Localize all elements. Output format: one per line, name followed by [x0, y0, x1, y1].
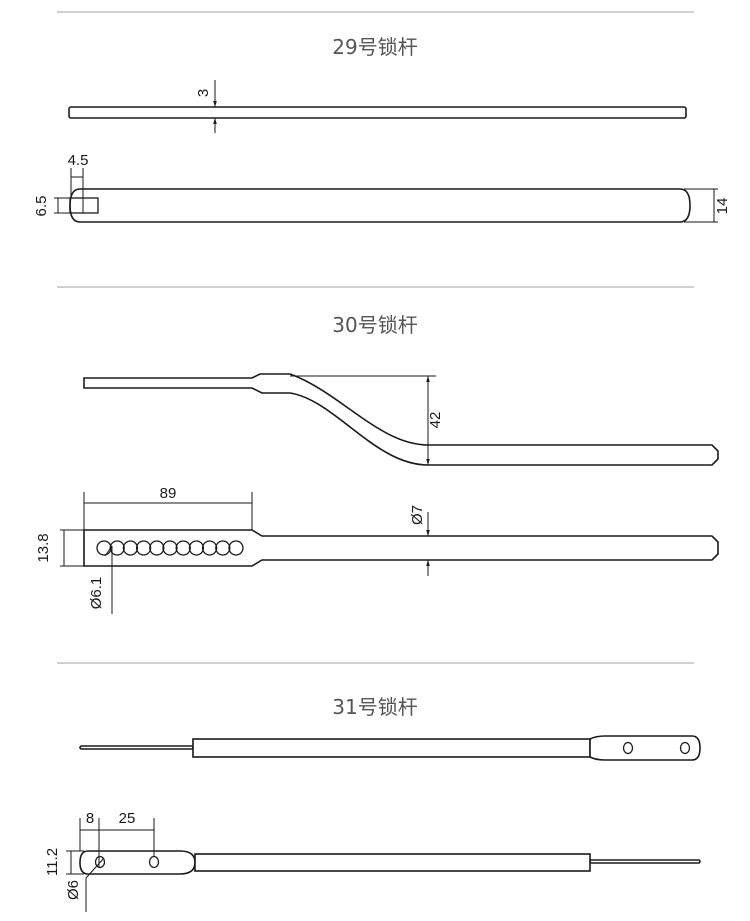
svg-text:6.5: 6.5: [33, 196, 50, 217]
svg-text:Ø6.1: Ø6.1: [88, 577, 105, 610]
adjustment-hole: [135, 540, 152, 556]
rod-diameter-dimension: Ø7: [409, 505, 430, 576]
slot-width-dimension: 4.5: [68, 152, 89, 213]
width-dimension: 14: [684, 188, 731, 223]
section-31: 31号锁杆 8 25 11.2 Ø6: [44, 662, 701, 912]
tube: [192, 738, 591, 758]
svg-text:11.2: 11.2: [44, 848, 61, 876]
section-title: 29号锁杆: [332, 35, 417, 59]
wire: [79, 745, 194, 750]
svg-text:Ø7: Ø7: [409, 505, 426, 525]
hole-diameter-leader: Ø6: [65, 857, 105, 912]
adjustment-hole: [188, 540, 205, 556]
tube: [194, 853, 591, 872]
rod-side-view: [68, 106, 687, 119]
hole: [622, 741, 634, 755]
handle-length-dimension: 89: [83, 485, 253, 530]
rod-top-view: [83, 529, 719, 567]
wire: [589, 859, 701, 864]
thickness-dimension: 3: [195, 80, 217, 133]
hole: [94, 855, 106, 869]
svg-text:42: 42: [427, 412, 444, 429]
handle-width-dimension: 13.8: [35, 529, 84, 567]
svg-text:8: 8: [86, 810, 94, 827]
section-29: 29号锁杆 3 4.5 6.5 14: [33, 11, 731, 223]
section-title: 30号锁杆: [332, 313, 417, 337]
adjustment-hole: [122, 540, 139, 556]
svg-text:Ø6: Ø6: [65, 880, 82, 900]
hole-diameter-leader: Ø6.1: [88, 545, 113, 614]
eye-tab: [79, 850, 196, 875]
adjustment-hole: [228, 540, 244, 556]
section-title: 31号锁杆: [332, 695, 417, 719]
adjustment-hole: [162, 540, 178, 556]
adjustment-holes: [96, 540, 244, 556]
offset-dimension: 42: [290, 375, 444, 465]
adjustment-hole: [149, 540, 165, 556]
section-30: 30号锁杆 42 89 13.8 Ø7 Ø6.1: [35, 286, 719, 614]
svg-text:89: 89: [160, 485, 177, 502]
svg-text:25: 25: [119, 810, 136, 827]
hole-position-dimensions: 8 25: [79, 810, 155, 868]
slot-height-dimension: 6.5: [33, 196, 70, 217]
svg-text:13.8: 13.8: [35, 533, 52, 562]
adjustment-hole: [201, 540, 218, 556]
slot: [69, 197, 99, 214]
tab-width-dimension: 11.2: [44, 848, 84, 876]
rod-top-view: [69, 188, 691, 223]
bent-rod-side-view: [83, 373, 719, 466]
adjustment-hole: [215, 540, 231, 556]
svg-text:3: 3: [195, 89, 212, 97]
eye-tab: [589, 735, 701, 761]
adjustment-hole: [175, 540, 191, 556]
svg-text:14: 14: [714, 198, 731, 215]
hole: [679, 741, 691, 755]
svg-text:4.5: 4.5: [68, 152, 89, 169]
